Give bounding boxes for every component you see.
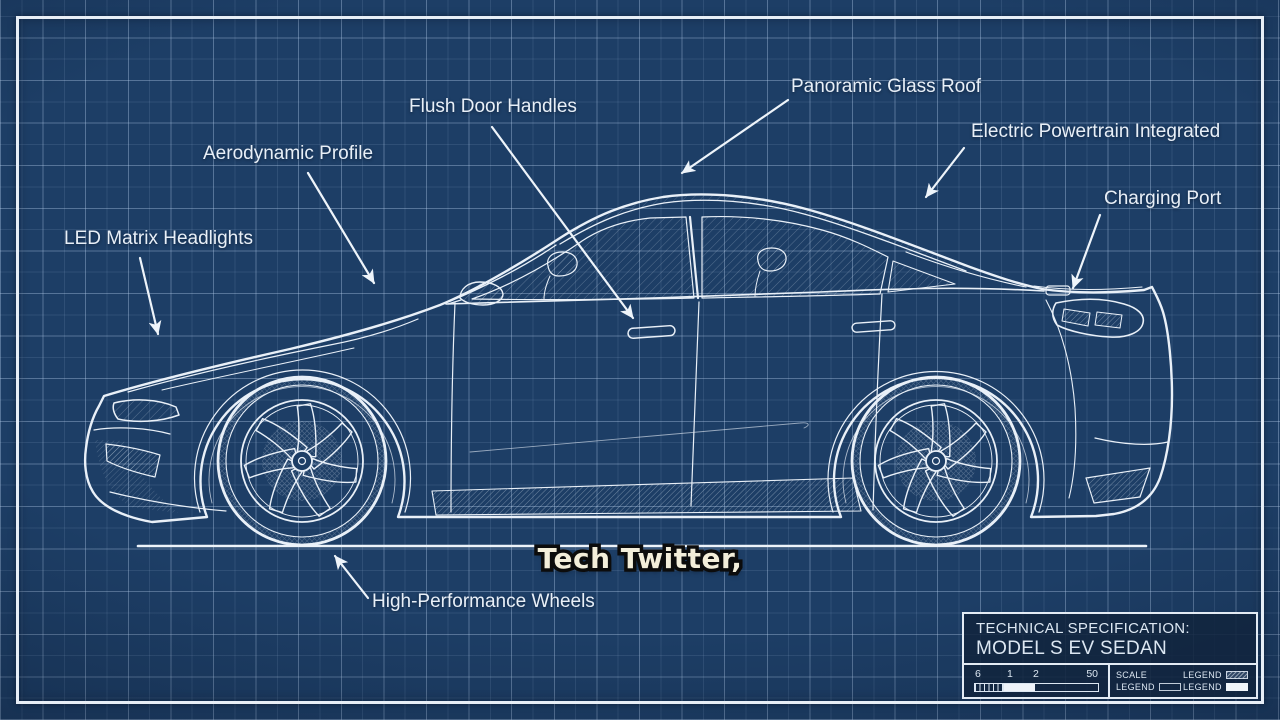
bumper-crease — [93, 427, 171, 435]
b-pillar — [688, 215, 700, 300]
legend: SCALE LEGEND LEGEND LEGEND — [1108, 665, 1256, 697]
door-crease — [469, 422, 809, 453]
scale-tick-3: 50 — [1086, 668, 1098, 680]
annotation-label-electric-powertrain: Electric Powertrain Integrated — [971, 121, 1221, 142]
rear-bumper-crease — [1094, 437, 1169, 445]
front-headrest — [547, 251, 578, 277]
legend-swatch-solid — [1225, 683, 1248, 691]
arrow-charging-port — [1071, 213, 1102, 290]
side-mirror — [459, 281, 504, 306]
quarter-glass — [887, 260, 956, 293]
roof-inner-line — [559, 199, 967, 272]
scale-bar: 6 1 2 50 — [964, 665, 1108, 697]
arrow-electric-powertrain — [924, 146, 966, 199]
rear-arch-inner — [842, 386, 1030, 504]
legend-item-3-label: LEGEND — [1183, 682, 1222, 692]
scale-tick-2: 2 — [1033, 668, 1039, 680]
front-arch-inner — [208, 386, 396, 504]
title-block: TECHNICAL SPECIFICATION: MODEL S EV SEDA… — [962, 612, 1258, 699]
mirror-stalk — [447, 299, 462, 305]
subtitle-caption-text: Tech Twitter, — [537, 542, 743, 575]
legend-swatch-hatched — [1225, 671, 1248, 679]
scale-bar-track — [974, 683, 1099, 692]
headlight — [112, 399, 180, 423]
trunk-seam — [1045, 299, 1077, 499]
arrow-high-performance-wheels — [333, 554, 370, 600]
scale-tick-0: 6 — [975, 668, 981, 680]
rear-seatback — [754, 270, 761, 297]
front-seatback — [543, 275, 551, 300]
bumper-shading — [95, 440, 178, 513]
taillight — [1051, 298, 1145, 338]
fender-crease — [161, 347, 355, 391]
annotation-label-charging-port: Charging Port — [1104, 188, 1222, 209]
legend-row-1: SCALE LEGEND — [1116, 670, 1250, 680]
title-block-footer: 6 1 2 50 SCALE LEGEND — [964, 663, 1256, 697]
rocker-hatch — [431, 477, 862, 516]
front-door-seam — [690, 301, 700, 507]
title-block-line1: TECHNICAL SPECIFICATION: — [976, 620, 1190, 637]
front-arch-lip — [193, 369, 412, 513]
arrow-panoramic-glass-roof — [680, 98, 790, 175]
annotation-label-flush-door-handles: Flush Door Handles — [409, 96, 577, 117]
title-block-heading: TECHNICAL SPECIFICATION: MODEL S EV SEDA… — [964, 614, 1256, 663]
hood-seam — [127, 318, 419, 393]
taillight-segment-1 — [1061, 308, 1091, 327]
rear-arch-lip — [827, 371, 1045, 513]
scale-tick-1: 1 — [1007, 668, 1013, 680]
scale-bar-ticked-segment — [975, 684, 1005, 691]
front-door-front-seam — [450, 302, 456, 513]
front-door-handle — [627, 324, 676, 340]
rear-headrest — [757, 247, 787, 272]
scale-bar-solid-segment — [1004, 684, 1036, 691]
front-door-glass — [471, 216, 695, 301]
rear-glass-inner-line — [905, 251, 1027, 288]
subtitle-caption-outline: Tech Twitter, — [534, 539, 745, 579]
charge-port-door — [1045, 285, 1071, 296]
scale-bar-ticks: 6 1 2 50 — [974, 668, 1099, 680]
rear-diffuser — [1085, 467, 1151, 504]
annotation-label-aerodynamic-profile: Aerodynamic Profile — [203, 143, 374, 164]
annotation-label-high-performance-wheels: High-Performance Wheels — [372, 591, 595, 612]
body-outline — [83, 193, 1174, 524]
taillight-segment-2 — [1094, 311, 1123, 329]
blueprint-border-frame — [16, 16, 1264, 704]
arrow-led-matrix-headlights — [138, 256, 162, 336]
arrow-flush-door-handles — [490, 125, 635, 320]
annotation-label-led-matrix-headlights: LED Matrix Headlights — [64, 228, 254, 249]
decklid-line — [1033, 285, 1143, 291]
rear-door-glass — [701, 215, 889, 299]
title-block-model-name: MODEL S EV SEDAN — [976, 638, 1167, 659]
legend-item-2-label: LEGEND — [1116, 682, 1155, 692]
legend-row-2: LEGEND LEGEND — [1116, 682, 1250, 692]
annotation-arrows — [138, 98, 1102, 600]
legend-swatch-outline — [1158, 683, 1181, 691]
annotation-label-panoramic-glass-roof: Panoramic Glass Roof — [791, 76, 982, 97]
car-body — [83, 193, 1174, 524]
legend-item-1-label: LEGEND — [1183, 670, 1222, 680]
a-pillar-inner-line — [447, 244, 557, 303]
arrow-aerodynamic-profile — [306, 171, 376, 285]
subtitle-caption: Tech Twitter, Tech Twitter, — [534, 539, 745, 579]
rear-door-handle — [851, 320, 896, 333]
legend-scale-label: SCALE — [1116, 670, 1148, 680]
